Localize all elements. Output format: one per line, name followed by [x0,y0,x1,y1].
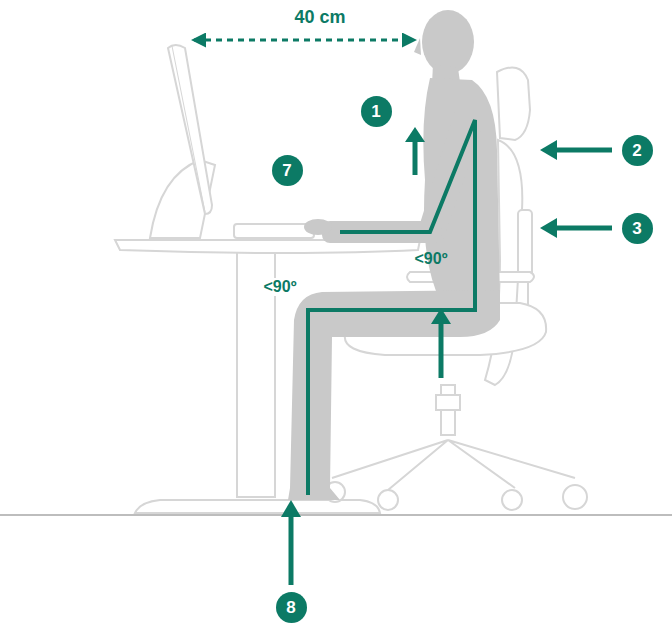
direction-arrows-part [289,515,294,585]
distance-dimension-part [194,39,414,42]
callout-number: 3 [632,220,641,237]
distance-dimension [194,40,414,41]
direction-arrows-part [281,500,301,517]
desk [115,240,420,513]
desk-part [135,500,380,513]
chair [325,68,587,511]
direction-arrows-part [431,308,451,324]
keyboard [234,224,314,238]
direction-arrows-part [405,127,425,142]
callout-number: 1 [371,103,380,120]
chair-part [436,395,460,410]
keyboard-part [234,224,314,238]
callout-circle: 7 [272,155,303,186]
direction-arrows-part [540,218,557,238]
callout-circle: 3 [622,213,653,244]
posture-lines [308,120,475,495]
floor-line-part [0,514,672,516]
chair-part [518,210,532,280]
person-silhouette-part [288,290,500,500]
direction-arrows-part [413,140,418,175]
direction-arrows [281,127,612,585]
direction-arrows-part [540,140,557,160]
callout-circle: 8 [276,592,307,623]
chair-part [563,485,587,509]
monitor-part [168,45,212,214]
person-silhouette-part [304,219,332,235]
posture-lines-part [308,120,475,495]
angle-label: <90º [413,250,450,268]
chair-part [332,440,575,490]
monitor-part [172,46,205,212]
angle-label: <90º [262,278,299,296]
callout-circle: 2 [622,135,653,166]
callout-number: 7 [282,162,291,179]
callout-circle: 1 [361,96,392,127]
direction-arrows-part [439,322,444,378]
person-silhouette-part [422,10,474,74]
floor-line [0,515,672,516]
distance-label: 40 cm [292,8,347,28]
person-silhouette [288,10,500,500]
callout-number: 2 [632,142,641,159]
direction-arrows-part [555,148,612,153]
chair-part [378,490,398,510]
chair-part [502,490,522,510]
chair-part [497,68,530,141]
direction-arrows-part [555,226,612,231]
callout-number: 8 [286,599,295,616]
monitor [150,45,215,238]
person-silhouette-part [414,38,421,55]
